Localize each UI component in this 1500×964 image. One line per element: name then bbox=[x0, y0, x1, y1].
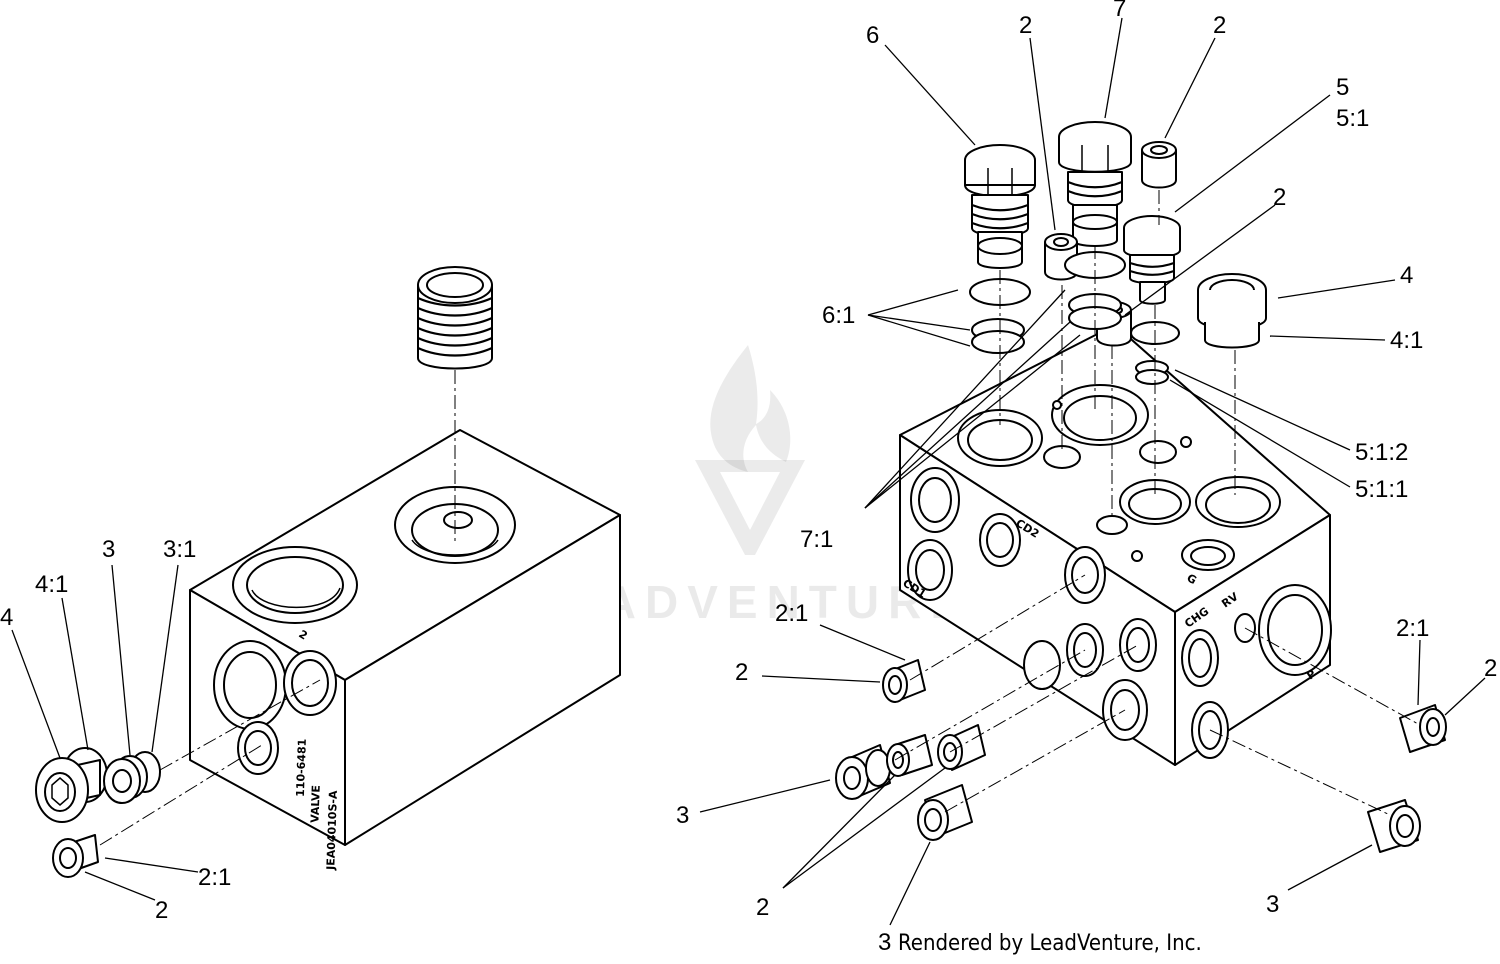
cartridge-valve-7 bbox=[1058, 121, 1132, 247]
callout-left-2-1: 2:1 bbox=[198, 864, 231, 891]
left-block-model-number: 110-6481 bbox=[294, 739, 309, 798]
callout-right-4-1: 4:1 bbox=[1390, 327, 1423, 354]
cartridge-valve-6 bbox=[964, 144, 1036, 269]
callout-right-2-1-b: 2:1 bbox=[1396, 615, 1429, 642]
callout-right-7-1: 7:1 bbox=[800, 526, 833, 553]
left-valve-block: 2 JEA04010S-A VALVE 110-6481 bbox=[189, 429, 621, 871]
callout-right-2-b: 2 bbox=[1213, 12, 1226, 39]
callout-right-5-1: 5:1 bbox=[1336, 105, 1369, 132]
plug-2-right-upper bbox=[1399, 704, 1447, 753]
plug-2-top-right bbox=[1141, 141, 1177, 189]
callout-left-2: 2 bbox=[155, 897, 168, 924]
callout-right-2-f: 2 bbox=[756, 894, 769, 921]
plug-2-front-upper bbox=[882, 659, 926, 703]
plug-3-front-left bbox=[835, 744, 891, 800]
callout-right-2-a: 2 bbox=[1019, 12, 1032, 39]
callout-right-3-a: 3 bbox=[676, 802, 689, 829]
callout-right-3-c: 3 bbox=[878, 929, 891, 956]
left-block-part-number: JEA04010S-A bbox=[324, 790, 340, 871]
left-plug-small bbox=[52, 834, 99, 878]
callout-right-3-b: 3 bbox=[1266, 891, 1279, 918]
callout-right-5-1-1: 5:1:1 bbox=[1355, 476, 1408, 503]
callout-right-2-e: 2 bbox=[1484, 655, 1497, 682]
left-plug-large bbox=[35, 747, 108, 823]
callout-right-2-1-a: 2:1 bbox=[775, 600, 808, 627]
callout-right-4: 4 bbox=[1400, 262, 1413, 289]
left-plug-ring bbox=[103, 751, 161, 804]
callout-right-7: 7 bbox=[1113, 0, 1126, 22]
left-threaded-insert bbox=[417, 266, 493, 370]
plug-3-right-lower bbox=[1367, 799, 1421, 853]
callout-right-5-1-2: 5:1:2 bbox=[1355, 439, 1408, 466]
callout-right-2-d: 2 bbox=[735, 659, 748, 686]
cartridge-valve-5 bbox=[1123, 215, 1181, 305]
leadventure-v-logo bbox=[695, 460, 805, 555]
render-credit: Rendered by LeadVenture, Inc. bbox=[898, 931, 1202, 956]
plug-3-front-lower bbox=[917, 784, 973, 841]
plug-2-front-middle bbox=[886, 734, 933, 777]
callout-right-2-c: 2 bbox=[1273, 184, 1286, 211]
callout-right-6: 6 bbox=[866, 22, 879, 49]
callout-left-4-1: 4:1 bbox=[35, 571, 68, 598]
right-valve-block: G CD2 CD1 CHG RV P bbox=[899, 324, 1332, 766]
callout-right-5: 5 bbox=[1336, 74, 1349, 101]
callout-left-4: 4 bbox=[0, 604, 13, 631]
callout-right-6-1: 6:1 bbox=[822, 302, 855, 329]
plug-4-right bbox=[1197, 273, 1267, 349]
callout-left-3-1: 3:1 bbox=[163, 536, 196, 563]
callout-left-3: 3 bbox=[102, 536, 115, 563]
plug-2-front-right bbox=[937, 724, 986, 771]
left-block-valve-label: VALVE bbox=[308, 785, 322, 823]
leadventure-flame-logo bbox=[710, 345, 791, 472]
